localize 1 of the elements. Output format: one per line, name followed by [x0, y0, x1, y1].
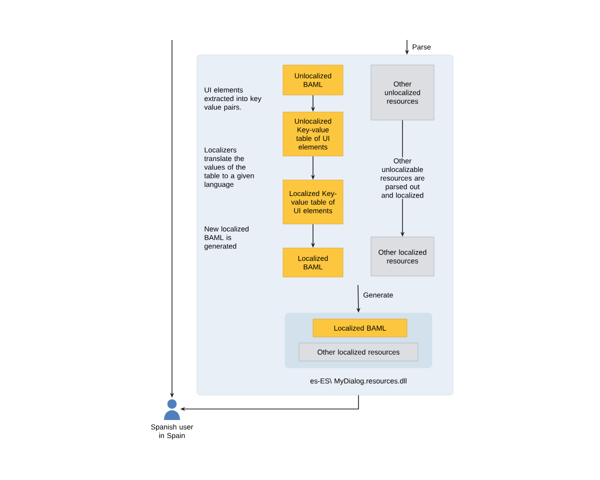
user-icon — [164, 398, 180, 420]
